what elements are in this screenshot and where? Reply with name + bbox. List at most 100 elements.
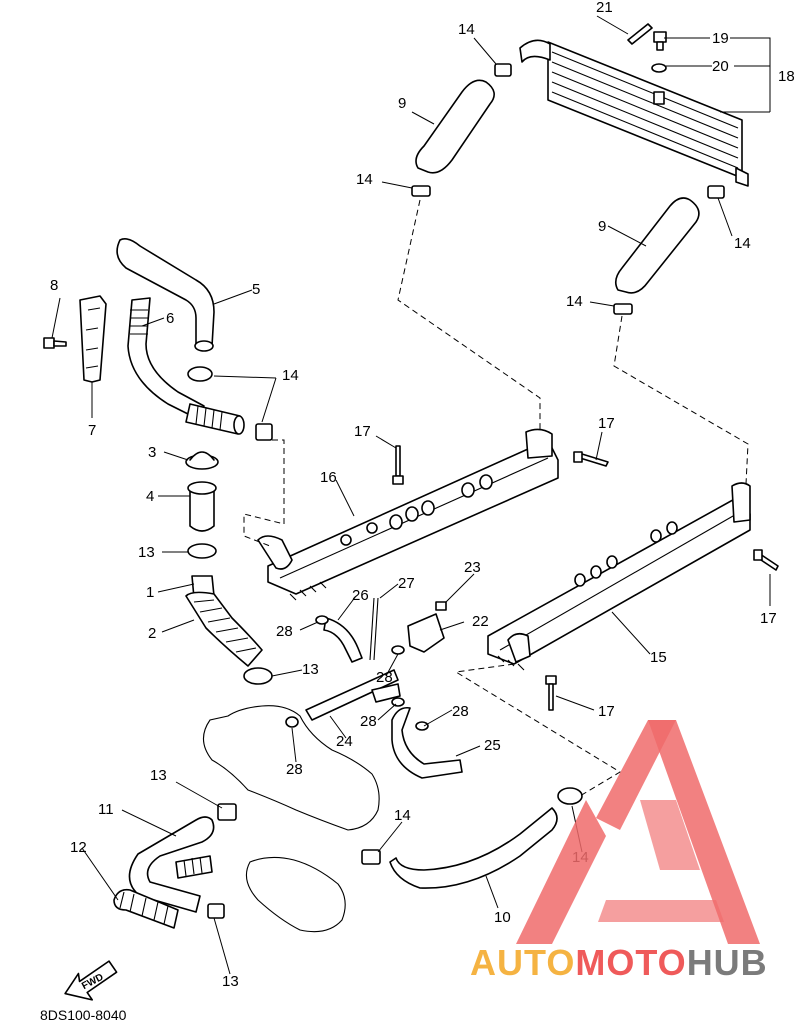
callout-27: 27	[398, 575, 415, 592]
callout-4: 4	[146, 488, 154, 505]
hose-11	[128, 816, 215, 913]
callout-26: 26	[352, 587, 369, 604]
hose-5	[116, 238, 215, 352]
clamp-13-b	[243, 667, 273, 685]
bolt-17-c	[753, 549, 779, 571]
callout-13-a: 13	[138, 544, 155, 561]
clamp-28-c	[391, 697, 405, 707]
guide-line-thermostat	[243, 439, 285, 547]
bolt-23	[435, 601, 447, 611]
watermark-hub: HUB	[687, 942, 768, 983]
callout-28-d: 28	[452, 703, 469, 720]
callout-9-right: 9	[598, 218, 606, 235]
watermark-text: AUTOMOTOHUB	[470, 942, 768, 983]
clamp-28-e	[285, 716, 299, 728]
callout-20: 20	[712, 58, 729, 75]
clamp-14-a	[494, 63, 512, 77]
callout-17-c: 17	[760, 610, 777, 627]
washer-20	[651, 63, 667, 73]
clamp-13-c	[217, 803, 237, 821]
callout-14-right: 14	[734, 235, 751, 252]
callout-14-low-left: 14	[394, 807, 411, 824]
bolt-19	[653, 31, 667, 51]
hose-9-left	[415, 79, 495, 174]
callout-18: 18	[778, 68, 795, 85]
pipe-24	[305, 669, 401, 721]
callout-28-a: 28	[276, 623, 293, 640]
callout-labels: 21 19 20 18 14 9 14 9 14 14 5 6 8 14 7 3…	[50, 0, 795, 990]
callout-3: 3	[148, 444, 156, 461]
diagram-code: 8DS100-8040	[40, 1007, 127, 1023]
clamp-13-d	[207, 903, 225, 919]
callout-17-b: 17	[598, 415, 615, 432]
clamp-14-b	[411, 185, 431, 197]
callout-8: 8	[50, 277, 58, 294]
callout-14-left: 14	[356, 171, 373, 188]
callout-13-d: 13	[222, 973, 239, 990]
clamp-28-d	[415, 721, 429, 731]
engine-outline	[202, 705, 380, 933]
callout-6: 6	[166, 310, 174, 327]
hose-10	[389, 807, 558, 889]
watermark-logo	[516, 720, 760, 944]
hose-6-end	[185, 403, 245, 435]
callout-28-e: 28	[286, 761, 303, 778]
thermostat-3	[185, 451, 219, 470]
clamp-28-b	[391, 645, 405, 655]
watermark-moto: MOTO	[575, 942, 686, 983]
bolt-17-d	[545, 675, 557, 711]
callout-23: 23	[464, 559, 481, 576]
callout-17-a: 17	[354, 423, 371, 440]
frame-rail-16	[257, 428, 559, 601]
hose-9-right	[614, 197, 700, 294]
watermark-auto: AUTO	[470, 942, 575, 983]
callout-1: 1	[146, 584, 154, 601]
bolt-17-b	[573, 451, 609, 467]
leader-lines	[51, 15, 771, 975]
guide-line-right-radiator	[613, 315, 749, 485]
radiator	[519, 39, 749, 187]
hose-2	[185, 591, 263, 667]
callout-13-c: 13	[150, 767, 167, 784]
callout-28-b: 28	[376, 669, 393, 686]
bolt-17-a	[392, 445, 404, 485]
callout-11: 11	[98, 801, 114, 818]
callout-21: 21	[596, 0, 613, 16]
clamp-13-a	[187, 543, 217, 559]
bolt-21	[627, 23, 653, 45]
pipe-27	[369, 597, 379, 661]
callout-19: 19	[712, 30, 729, 47]
clamp-28-a	[315, 615, 329, 625]
fitting-22	[407, 613, 445, 653]
hose-26	[323, 617, 363, 663]
thermostat-housing-4	[187, 481, 217, 532]
callout-13-b: 13	[302, 661, 319, 678]
clamp-14-e	[187, 366, 213, 382]
callout-14-top: 14	[458, 21, 475, 38]
callout-25: 25	[484, 737, 501, 754]
clamp-14-c	[707, 185, 725, 199]
clamp-14-g	[361, 849, 381, 865]
callout-14-hose: 14	[282, 367, 299, 384]
bolt-8	[43, 337, 67, 349]
fwd-arrow: FWD	[64, 960, 118, 1001]
callout-14-mid: 14	[566, 293, 583, 310]
callout-9-left: 9	[398, 95, 406, 112]
guide-line-lower	[454, 663, 621, 797]
callout-22: 22	[472, 613, 489, 630]
callout-12: 12	[70, 839, 87, 856]
callout-5: 5	[252, 281, 260, 298]
callout-15: 15	[650, 649, 667, 666]
clamp-14-f	[255, 423, 273, 441]
callout-24: 24	[336, 733, 353, 750]
bracket-7	[79, 295, 107, 383]
hose-12	[113, 888, 179, 929]
guide-line-left-radiator	[397, 199, 541, 432]
frame-rail-15	[487, 482, 751, 671]
callout-10: 10	[494, 909, 511, 926]
callout-7: 7	[88, 422, 96, 439]
callout-28-c: 28	[360, 713, 377, 730]
callout-2: 2	[148, 625, 156, 642]
